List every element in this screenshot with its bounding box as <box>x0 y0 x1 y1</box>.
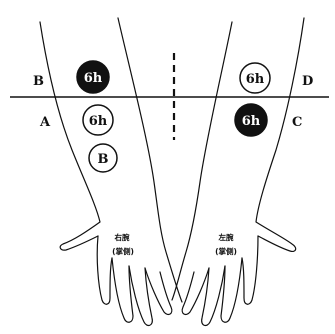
marker-label: 6h <box>242 114 261 129</box>
left-arm-outline <box>172 18 304 325</box>
right-arm-caption-line1: 右腕 <box>114 232 130 242</box>
marker-label: 6h <box>246 72 265 87</box>
label-c-right: C <box>292 115 302 130</box>
label-a-left: A <box>39 115 51 130</box>
left-arm-caption-line1: 左腕 <box>218 232 234 242</box>
label-b-left: B <box>33 74 44 89</box>
marker-outline-6h-right-arm: 6h <box>83 105 113 135</box>
marker-filled-6h-right-arm: 6h <box>77 61 109 93</box>
label-d-right: D <box>302 74 313 89</box>
left-arm-caption-line2: (掌側) <box>215 246 237 256</box>
marker-filled-6h-left-arm: 6h <box>235 104 267 136</box>
marker-label: 6h <box>89 114 108 129</box>
marker-outline-b-right-arm: B <box>89 144 117 172</box>
marker-label: 6h <box>84 71 103 86</box>
right-arm-caption-line2: (掌側) <box>112 246 134 256</box>
right-arm-outline <box>40 18 182 325</box>
marker-label: B <box>98 152 109 167</box>
marker-outline-6h-left-arm: 6h <box>240 63 270 93</box>
